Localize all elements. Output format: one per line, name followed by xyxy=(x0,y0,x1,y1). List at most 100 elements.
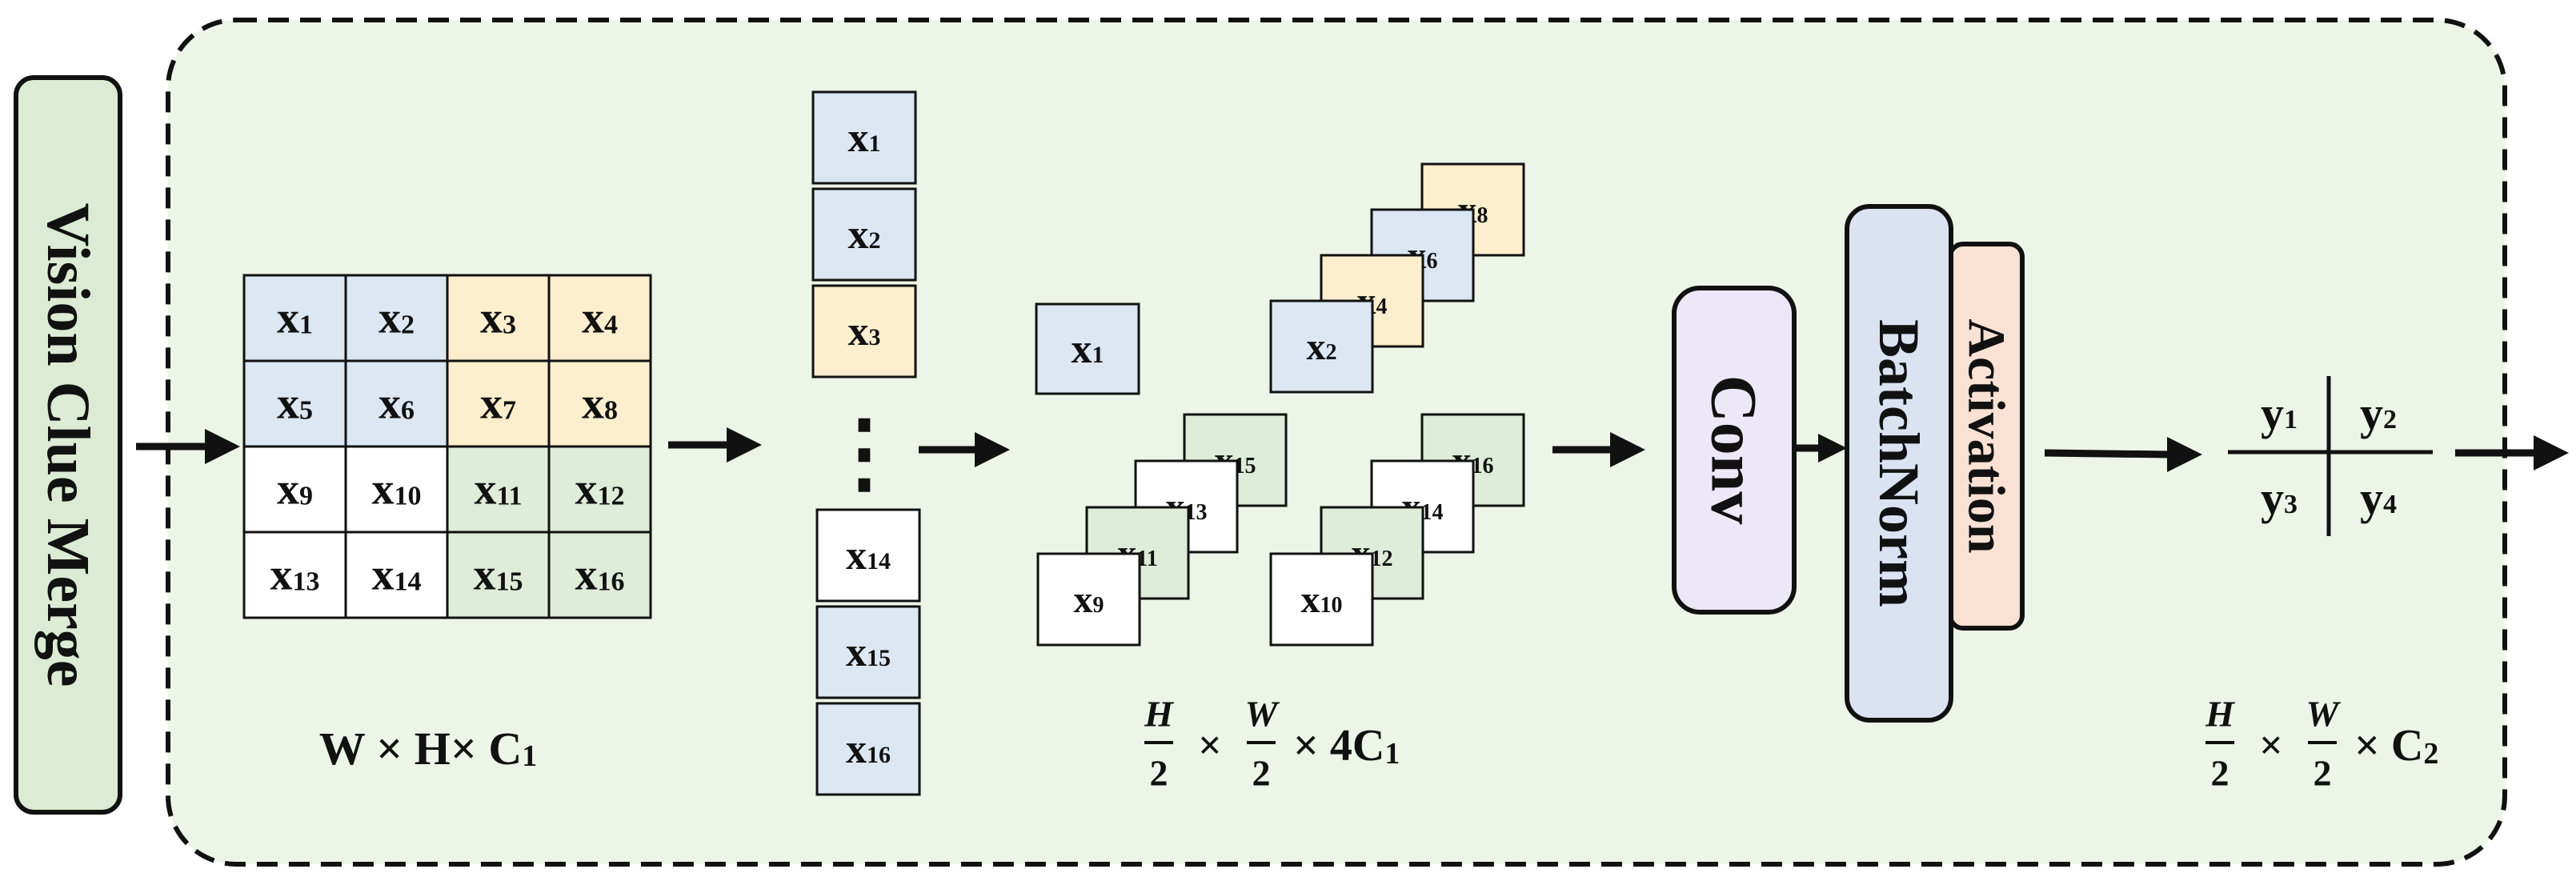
times-sign: × xyxy=(2259,723,2283,769)
patch-cell-box xyxy=(344,359,449,448)
grid-cell-x3: x3 xyxy=(446,274,551,362)
patch-label: x10 xyxy=(1301,579,1343,621)
batchnorm-block-frame xyxy=(1845,204,1953,723)
stack-single-x1: x1 xyxy=(1035,302,1140,395)
module-title: Vision Clue Merge xyxy=(34,202,102,687)
patch-label: x1 xyxy=(1072,326,1104,372)
channel-term: × C2 xyxy=(2354,721,2438,771)
batchnorm-block: BatchNorm xyxy=(1845,204,1953,723)
fraction-denominator: 2 xyxy=(2314,753,2332,794)
fraction-denominator: 2 xyxy=(1252,753,1271,794)
column-cell-x1: x1 xyxy=(811,90,917,185)
grid-cell-x13: x13 xyxy=(242,531,347,619)
patch-label: x16 xyxy=(846,727,891,772)
patch-label: x12 xyxy=(575,465,625,515)
patch-cell-box xyxy=(1035,302,1140,395)
patch-cell-box xyxy=(446,531,551,619)
input-dims-label: W × H× C1 xyxy=(319,723,538,775)
flattened-patch-column: x1 x2 x3 x14 x15 x16 xyxy=(811,90,921,796)
patch-label: x2 xyxy=(379,294,415,343)
patch-cell-box xyxy=(242,531,347,619)
patch-label: x1 xyxy=(277,294,313,343)
grid-cell-x1: x1 xyxy=(242,274,347,362)
patch-cell-box xyxy=(1269,552,1374,647)
grid-cell-x2: x2 xyxy=(344,274,449,362)
patch-cell-box xyxy=(815,702,921,796)
grid-cell-x7: x7 xyxy=(446,359,551,448)
column-cell-x16: x16 xyxy=(815,702,921,796)
grid-cell-x8: x8 xyxy=(547,359,652,448)
fraction-denominator: 2 xyxy=(1150,753,1168,794)
arrow-into-grid xyxy=(136,429,240,464)
conv-block: Conv xyxy=(1672,286,1797,615)
patch-cell-box xyxy=(815,508,921,603)
column-cell-x3: x3 xyxy=(811,284,917,378)
patch-cell-box xyxy=(344,274,449,362)
column-ellipsis: ⋮ xyxy=(820,404,908,502)
fraction-numerator: W xyxy=(2306,694,2342,735)
patch-label: x3 xyxy=(848,309,881,354)
batchnorm-label: BatchNorm xyxy=(1867,319,1931,607)
patch-label: x15 xyxy=(846,630,891,675)
patch-label: x15 xyxy=(474,551,523,600)
channel-term: × 4C1 xyxy=(1293,721,1400,771)
patch-label: x1 xyxy=(848,115,881,161)
patch-label: x4 xyxy=(582,294,618,343)
stacked-patch-groups: x1x8x6x4x2x15x13x11x9x16x14x12x10 xyxy=(1035,162,1525,647)
patch-cell-box xyxy=(1036,552,1141,647)
stack-even-x2: x2 xyxy=(1269,299,1374,394)
patch-cell-box xyxy=(811,284,917,378)
patch-cell-box xyxy=(547,531,652,619)
fraction-denominator: 2 xyxy=(2211,753,2229,794)
arrow-conv-to-batchnorm xyxy=(1794,434,1847,463)
patch-cell-box xyxy=(547,445,652,534)
patch-label: x14 xyxy=(372,551,422,600)
patch-cell-box xyxy=(815,605,921,699)
patch-label: y2 xyxy=(2360,387,2397,439)
stack-even-low-x10: x10 xyxy=(1269,552,1374,647)
column-cell-x14: x14 xyxy=(815,508,921,603)
column-cell-x15: x15 xyxy=(815,605,921,699)
activation-label: Activation xyxy=(1957,318,2016,553)
grid-cell-x16: x16 xyxy=(547,531,652,619)
patch-label: x2 xyxy=(1307,326,1337,368)
grid-cell-x6: x6 xyxy=(344,359,449,448)
title-box: Vision Clue Merge xyxy=(14,75,122,815)
stack-odd-x9: x9 xyxy=(1036,552,1141,647)
patch-label: x7 xyxy=(480,379,516,429)
patch-cell-box xyxy=(811,187,917,282)
grid-cell-x4: x4 xyxy=(547,274,652,362)
patch-label: x3 xyxy=(480,294,516,343)
patch-label: x5 xyxy=(277,379,313,429)
grid-cell-x11: x11 xyxy=(446,445,551,534)
patch-cell-box xyxy=(811,90,917,185)
patch-label: x6 xyxy=(379,379,415,429)
grid-cell-x15: x15 xyxy=(446,531,551,619)
patch-label: x2 xyxy=(848,212,881,258)
patch-label: y4 xyxy=(2360,472,2397,524)
grid-cell-x5: x5 xyxy=(242,359,347,448)
patch-cell-box xyxy=(446,445,551,534)
arrow-output xyxy=(2455,435,2569,471)
fraction-numerator: H xyxy=(2205,694,2235,735)
patch-label: x8 xyxy=(582,379,618,429)
patch-cell-box xyxy=(1269,299,1374,394)
grid-cell-x12: x12 xyxy=(547,445,652,534)
flow-arrows xyxy=(136,427,2569,472)
conv-label: Conv xyxy=(1698,375,1771,525)
patch-label: x9 xyxy=(1074,579,1104,621)
grid-cell-x14: x14 xyxy=(344,531,449,619)
grid-cell-x10: x10 xyxy=(344,445,449,534)
arrow-stacks-to-conv xyxy=(1552,432,1645,467)
title-box-frame xyxy=(14,75,122,815)
patch-label: y1 xyxy=(2261,387,2298,439)
conv-block-frame xyxy=(1672,286,1797,615)
patch-label: x14 xyxy=(846,533,891,579)
patch-label: x9 xyxy=(277,465,313,515)
patch-label: x16 xyxy=(575,551,625,600)
column-cell-x2: x2 xyxy=(811,187,917,282)
activation-block: Activation xyxy=(1948,242,2025,631)
